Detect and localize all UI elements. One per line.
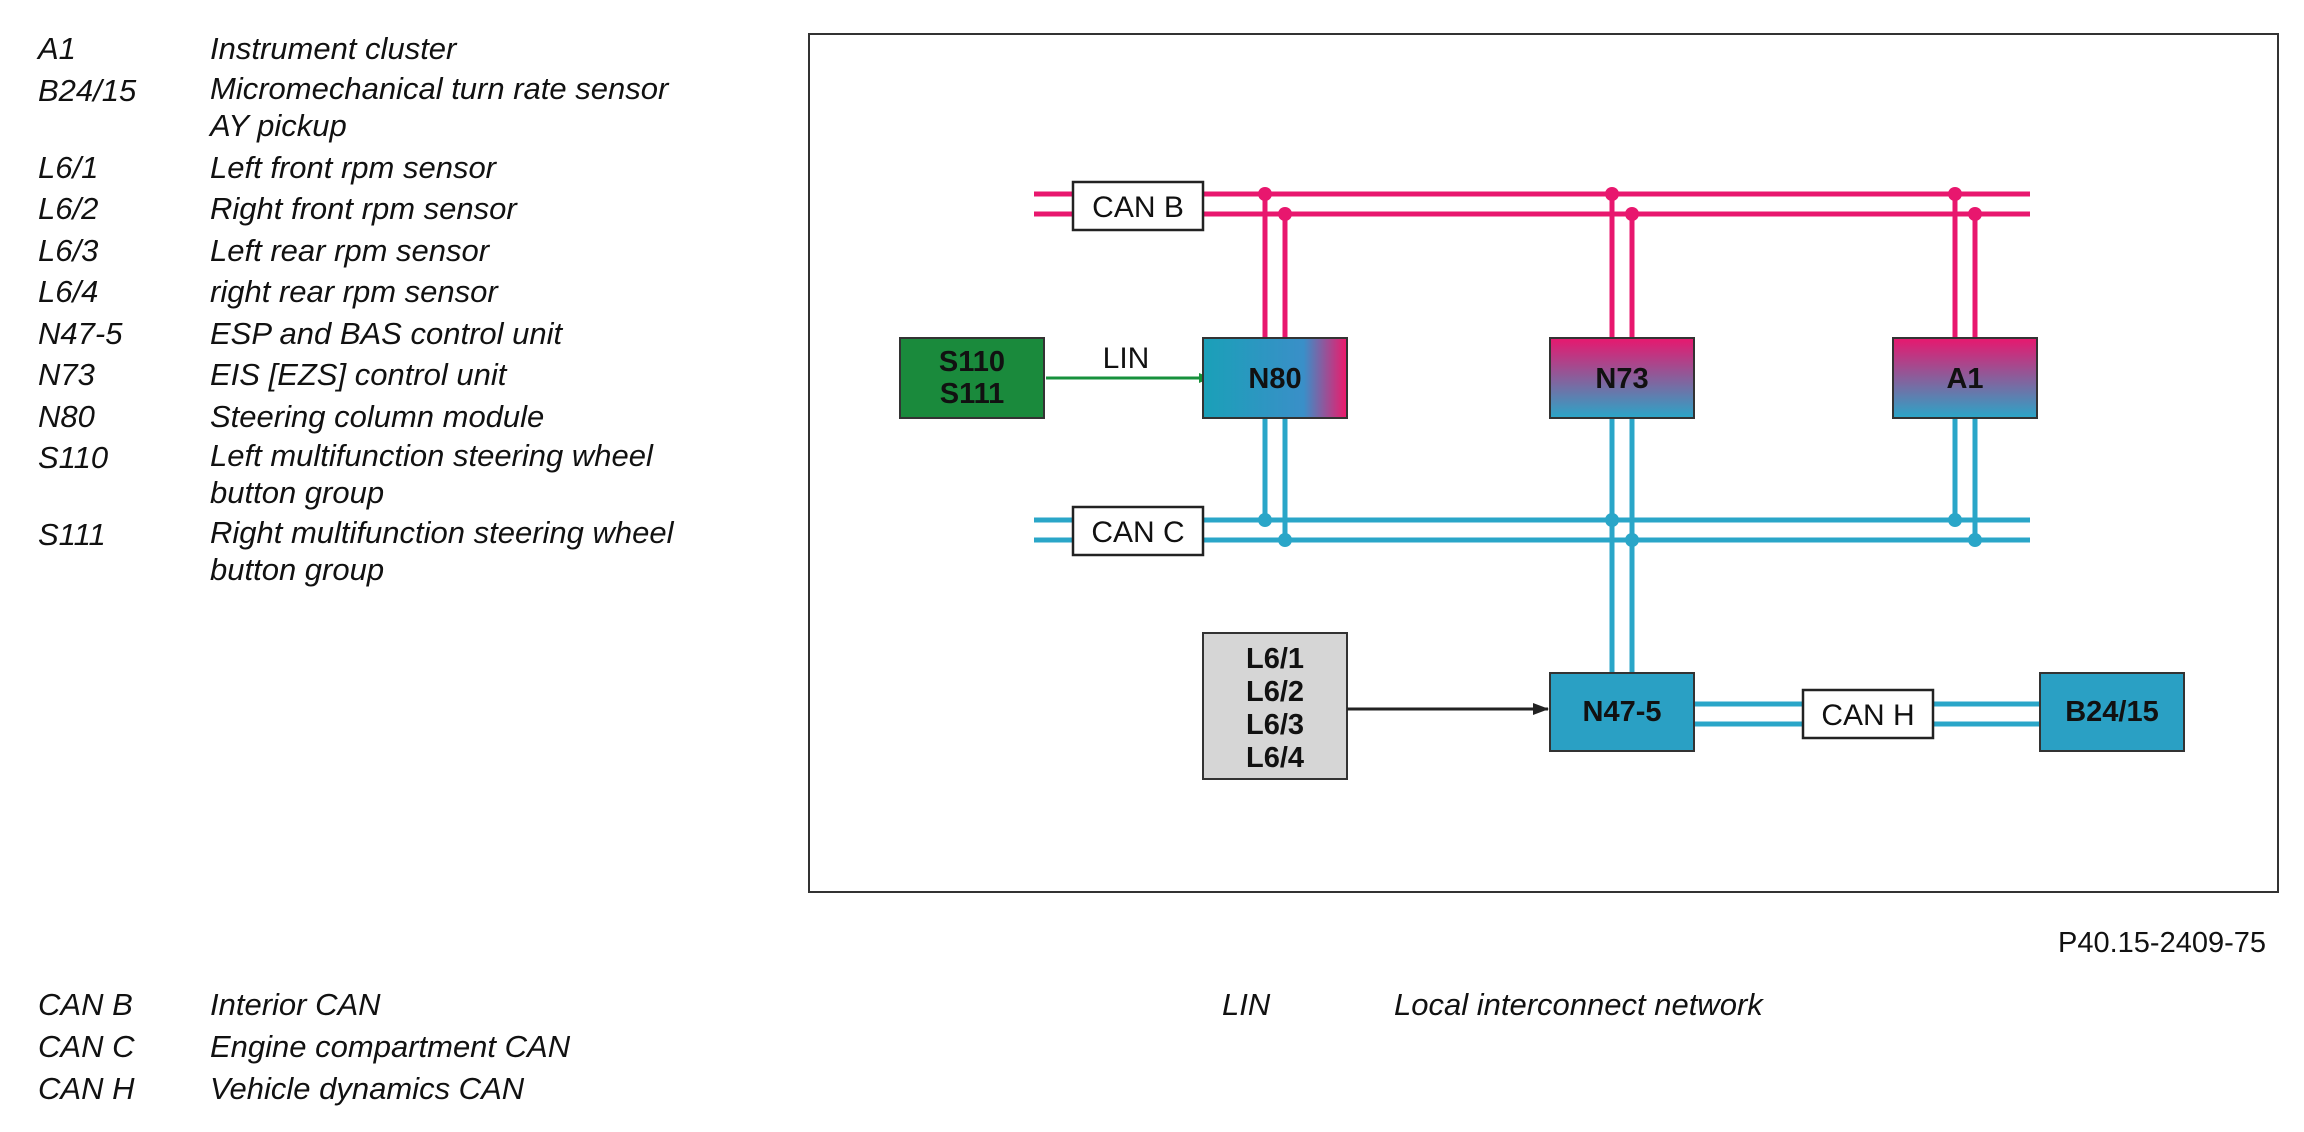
abbreviation-key: CAN H [38, 1071, 135, 1106]
n80-label: N80 [1248, 363, 1301, 395]
legend-description: ESP and BAS control unit [210, 313, 758, 355]
n80-block: N80 [1202, 337, 1348, 419]
legend-item: L6/2 Right front rpm sensor [38, 188, 758, 230]
legend-description: Left rear rpm sensor [210, 230, 758, 272]
legend-description: Steering column module [210, 396, 758, 438]
can-network-diagram: CAN B CAN C CAN H LIN S110 S111 N80 N73 … [808, 33, 2279, 893]
legend-key: N73 [38, 357, 95, 392]
legend-item: L6/1 Left front rpm sensor [38, 147, 758, 189]
legend-key: L6/4 [38, 274, 99, 309]
b24-15-block: B24/15 [2039, 672, 2185, 752]
s111-label: S111 [940, 378, 1005, 410]
can-c-junctions [1258, 513, 1982, 547]
abbreviation-item: CAN B Interior CAN [38, 984, 758, 1026]
legend-key: L6/3 [38, 232, 99, 268]
l6-4-label: L6/4 [1246, 742, 1304, 774]
abbreviation-legend-right: LIN Local interconnect network [1222, 984, 1922, 1026]
l6-2-label: L6/2 [1246, 676, 1304, 708]
legend-description-line: Left rear rpm sensor [210, 232, 490, 268]
legend-description-line: Micromechanical turn rate sensor [210, 70, 669, 106]
legend-description: right rear rpm sensor [210, 271, 758, 313]
n47-5-block: N47-5 [1549, 672, 1695, 752]
can-b-label: CAN B [1071, 180, 1205, 232]
can-h-label: CAN H [1801, 688, 1935, 740]
abbreviation-key: CAN B [38, 987, 133, 1022]
abbreviation-description: Engine compartment CAN [210, 1029, 571, 1064]
legend-description: Right front rpm sensor [210, 188, 758, 230]
legend-key: A1 [38, 31, 76, 66]
figure-reference: P40.15-2409-75 [2058, 927, 2266, 959]
l6-1-label: L6/1 [1246, 643, 1304, 675]
legend-description-line: Right front rpm sensor [210, 191, 517, 226]
legend-description-line: Instrument cluster [210, 31, 457, 66]
legend-description-line: button group [210, 475, 385, 510]
can-c-label: CAN C [1071, 505, 1205, 557]
abbreviation-key: CAN C [38, 1029, 135, 1064]
n47-5-label: N47-5 [1583, 696, 1662, 728]
legend-description-line: Left front rpm sensor [210, 149, 497, 185]
legend-description-line: button group [210, 552, 385, 587]
abbreviation-legend-left: CAN B Interior CAN CAN C Engine compartment… [38, 984, 758, 1110]
can-b-text: CAN B [1092, 191, 1184, 224]
can-c-text: CAN C [1091, 516, 1184, 549]
legend-key: L6/1 [38, 149, 99, 185]
legend-description-line: right rear rpm sensor [210, 274, 498, 309]
legend-item: L6/3 Left rear rpm sensor [38, 230, 758, 272]
legend-description: EIS [EZS] control unit [210, 354, 758, 396]
can-h-text: CAN H [1821, 699, 1914, 732]
legend-description: Left front rpm sensor [210, 147, 758, 189]
abbreviation-item: LIN Local interconnect network [1222, 984, 1922, 1026]
legend-key: S111 [38, 517, 106, 552]
legend-description-line: AY pickup [210, 107, 347, 143]
can-b-junctions [1258, 187, 1982, 221]
legend-item: A1 Instrument cluster [38, 28, 758, 70]
s110-label: S110 [939, 346, 1005, 378]
s110-s111-block: S110 S111 [899, 337, 1045, 419]
can-b-drops [1262, 194, 1978, 338]
legend-description-line: Right multifunction steering wheel [210, 515, 674, 550]
abbreviation-description: Vehicle dynamics CAN [210, 1071, 525, 1106]
legend-item: N47-5 ESP and BAS control unit [38, 313, 758, 355]
legend-key: B24/15 [38, 72, 137, 108]
a1-label: A1 [1946, 363, 1983, 395]
abbreviation-key: LIN [1222, 987, 1271, 1022]
l6-sensor-block: L6/1 L6/2 L6/3 L6/4 [1202, 632, 1348, 780]
abbreviation-item: CAN C Engine compartment CAN [38, 1026, 758, 1068]
legend-description-line: Left multifunction steering wheel [210, 438, 653, 473]
legend-description-line: EIS [EZS] control unit [210, 357, 507, 392]
legend-key: N47-5 [38, 315, 123, 351]
legend-description-line: ESP and BAS control unit [210, 315, 563, 351]
legend-description: Instrument cluster [210, 28, 758, 70]
legend-item: N80 Steering column module [38, 396, 758, 438]
abbreviation-description: Interior CAN [210, 987, 381, 1022]
abbreviation-description: Local interconnect network [1394, 987, 1763, 1022]
legend-key: N80 [38, 398, 95, 434]
legend-item: N73 EIS [EZS] control unit [38, 354, 758, 396]
a1-block: A1 [1892, 337, 2038, 419]
legend-item: L6/4 right rear rpm sensor [38, 271, 758, 313]
abbreviation-item: CAN H Vehicle dynamics CAN [38, 1068, 758, 1110]
legend-key: L6/2 [38, 191, 99, 226]
b24-15-label: B24/15 [2065, 696, 2159, 728]
legend-description-line: Steering column module [210, 398, 545, 434]
n73-block: N73 [1549, 337, 1695, 419]
l6-3-label: L6/3 [1246, 709, 1304, 741]
legend-key: S110 [38, 440, 109, 475]
lin-text: LIN [1103, 342, 1150, 375]
diagram-frame [808, 33, 2279, 893]
n73-label: N73 [1595, 363, 1648, 395]
